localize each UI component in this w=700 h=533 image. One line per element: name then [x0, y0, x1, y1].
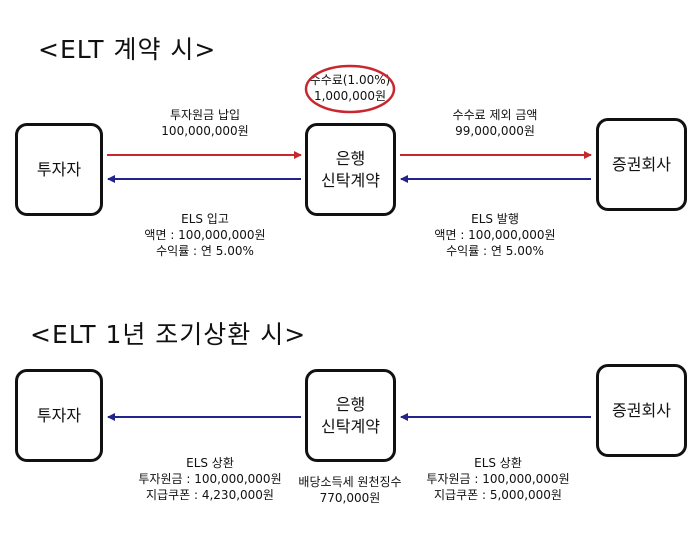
- fee-highlight-circle: [304, 64, 396, 114]
- bank-label-line2-2: 신탁계약: [321, 416, 380, 436]
- els-receipt-label-line1: ELS 입고: [181, 212, 229, 226]
- fee-label: 수수료(1.00%) 1,000,000원: [300, 72, 400, 104]
- els-issue-label-line2: 액면 : 100,000,000원: [434, 228, 556, 242]
- els-issue-label-line3: 수익률 : 연 5.00%: [446, 244, 544, 258]
- redemption-from-broker-line1: ELS 상환: [474, 456, 522, 470]
- redemption-from-broker-line2: 투자원금 : 100,000,000원: [426, 472, 570, 486]
- investor-label-1: 투자자: [36, 159, 82, 179]
- net-amount-label-line2: 99,000,000원: [455, 124, 535, 138]
- net-amount-label: 수수료 제외 금액 99,000,000원: [420, 107, 570, 139]
- section2-heading: <ELT 1년 조기상환 시>: [30, 320, 307, 349]
- broker-box-2: 증권회사: [596, 364, 687, 457]
- redemption-to-investor-line2: 투자원금 : 100,000,000원: [138, 472, 282, 486]
- els-issue-label: ELS 발행 액면 : 100,000,000원 수익률 : 연 5.00%: [410, 211, 580, 259]
- bank-box-2: 은행 신탁계약: [305, 369, 396, 462]
- redemption-to-investor-line3: 지급쿠폰 : 4,230,000원: [146, 488, 274, 502]
- els-issue-label-line1: ELS 발행: [471, 212, 519, 226]
- deposit-label-line2: 100,000,000원: [161, 124, 249, 138]
- investor-box-1: 투자자: [15, 123, 103, 216]
- els-receipt-label-line2: 액면 : 100,000,000원: [144, 228, 266, 242]
- bank-label-line2-1: 신탁계약: [321, 170, 380, 190]
- withholding-tax-line1: 배당소득세 원천징수: [298, 475, 402, 489]
- broker-box-1: 증권회사: [596, 118, 687, 211]
- section1-heading: <ELT 계약 시>: [38, 35, 217, 64]
- els-receipt-label-line3: 수익률 : 연 5.00%: [156, 244, 254, 258]
- fee-label-line1: 수수료(1.00%): [309, 73, 391, 87]
- fee-label-line2: 1,000,000원: [313, 89, 387, 103]
- withholding-tax-label: 배당소득세 원천징수 770,000원: [285, 474, 415, 506]
- deposit-label-line1: 투자원금 납입: [169, 108, 241, 122]
- redemption-to-investor-line1: ELS 상환: [186, 456, 234, 470]
- redemption-from-broker-label: ELS 상환 투자원금 : 100,000,000원 지급쿠폰 : 5,000,…: [413, 455, 583, 503]
- deposit-label: 투자원금 납입 100,000,000원: [130, 107, 280, 139]
- redemption-to-investor-label: ELS 상환 투자원금 : 100,000,000원 지급쿠폰 : 4,230,…: [125, 455, 295, 503]
- broker-label-2: 증권회사: [612, 400, 671, 420]
- investor-label-2: 투자자: [36, 405, 82, 425]
- els-receipt-label: ELS 입고 액면 : 100,000,000원 수익률 : 연 5.00%: [120, 211, 290, 259]
- bank-box-1: 은행 신탁계약: [305, 123, 396, 216]
- broker-label-1: 증권회사: [612, 154, 671, 174]
- bank-label-line1-1: 은행: [335, 148, 366, 168]
- redemption-from-broker-line3: 지급쿠폰 : 5,000,000원: [434, 488, 562, 502]
- withholding-tax-line2: 770,000원: [319, 491, 381, 505]
- bank-label-line1-2: 은행: [335, 394, 366, 414]
- investor-box-2: 투자자: [15, 369, 103, 462]
- net-amount-label-line1: 수수료 제외 금액: [452, 108, 538, 122]
